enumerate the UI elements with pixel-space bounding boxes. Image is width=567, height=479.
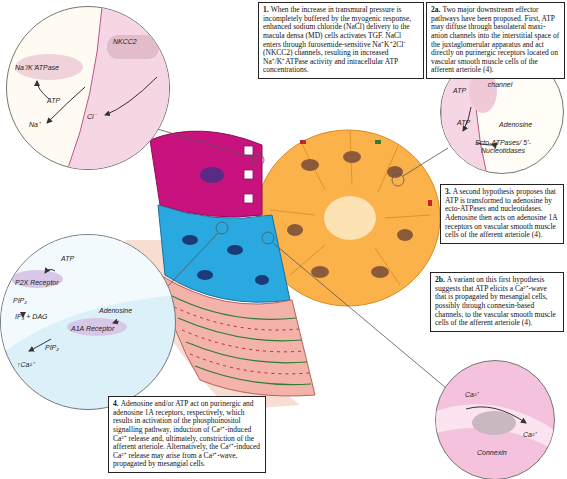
molecule-label: Na⁺ bbox=[29, 121, 40, 129]
text-box: 2a.Two major downstream effector pathway… bbox=[426, 2, 565, 79]
nuclei bbox=[182, 235, 269, 285]
molecule-label: Cl⁻ bbox=[87, 113, 96, 121]
molecule-label: Connexin bbox=[477, 449, 507, 457]
molecule-label: Adenosine bbox=[99, 307, 132, 315]
membrane-markers bbox=[270, 140, 432, 256]
zoom-circle: Ca²⁺ Ca²⁺ Connexin bbox=[435, 360, 555, 479]
text-box: 4.Adenosine and/or ATP act on purinergic… bbox=[108, 396, 266, 473]
cell-detail bbox=[1, 235, 176, 410]
text-box: 2b.A variant on this first hypothesis su… bbox=[430, 272, 564, 332]
description: When the increase in transmural pressure… bbox=[263, 5, 411, 74]
callout-number: 1. bbox=[263, 5, 269, 14]
cell-detail bbox=[7, 7, 170, 170]
molecule-label: PIP₂ bbox=[45, 344, 59, 352]
molecule-label: IP₃ + DAG bbox=[15, 313, 48, 321]
zoom-circle: Na⁺/K⁺ATPase NKCC2ATP Na⁺ Cl⁻ bbox=[6, 6, 170, 170]
molecule-label: ATP bbox=[453, 87, 466, 95]
description: A variant on this first hypothesis sugge… bbox=[435, 275, 556, 327]
molecule-label: ↑Ca²⁺ bbox=[17, 361, 34, 369]
molecule-label: ATP bbox=[47, 97, 60, 105]
nuclei bbox=[287, 151, 413, 278]
callout-number: 2a. bbox=[431, 5, 440, 14]
molecule-label: ATP bbox=[457, 119, 470, 127]
molecule-label: PIP₂ bbox=[13, 297, 27, 305]
leader-line bbox=[154, 128, 448, 388]
molecule-label: P2X Receptor bbox=[15, 279, 59, 287]
callout-number: 4. bbox=[113, 399, 119, 408]
callout-number: 2b. bbox=[435, 275, 445, 284]
molecule-label: A1A Receptor bbox=[71, 325, 114, 333]
nucleus bbox=[200, 167, 224, 183]
molecule-label: Na⁺/K⁺ATPase bbox=[15, 64, 59, 72]
description: A second hypothesis proposes that ATP is… bbox=[445, 187, 557, 239]
molecule-label: Adenosine bbox=[499, 121, 532, 129]
cell-detail bbox=[436, 361, 555, 479]
tubule-lumen bbox=[324, 196, 376, 240]
cell-junctions bbox=[244, 146, 253, 203]
callout-number: 3. bbox=[445, 187, 451, 196]
arteriole-wall bbox=[160, 275, 315, 396]
molecule-label: ATP bbox=[61, 255, 74, 263]
text-box: 1.When the increase in transmural pressu… bbox=[258, 2, 424, 79]
molecule-label: Ca²⁺ bbox=[523, 431, 536, 439]
molecule-label: NKCC2 bbox=[113, 38, 137, 46]
description: Adenosine and/or ATP act on purinergic a… bbox=[113, 399, 260, 468]
text-box: 3.A second hypothesis proposes that ATP … bbox=[440, 184, 564, 244]
molecule-label: Ecto-ATPases/ 5'-Nucleotidases bbox=[471, 139, 535, 154]
smooth-muscle-fibres bbox=[174, 307, 309, 374]
description: Two major downstream effector pathways h… bbox=[431, 5, 559, 74]
smooth-muscle-fibres bbox=[170, 295, 311, 385]
molecule-label: Ca²⁺ bbox=[465, 391, 478, 399]
tubule-cell-borders bbox=[270, 131, 430, 285]
zoom-circle: ATP P2X ReceptorPIP₂ IP₃ + DAG AdenosineA1A… bbox=[0, 234, 176, 410]
